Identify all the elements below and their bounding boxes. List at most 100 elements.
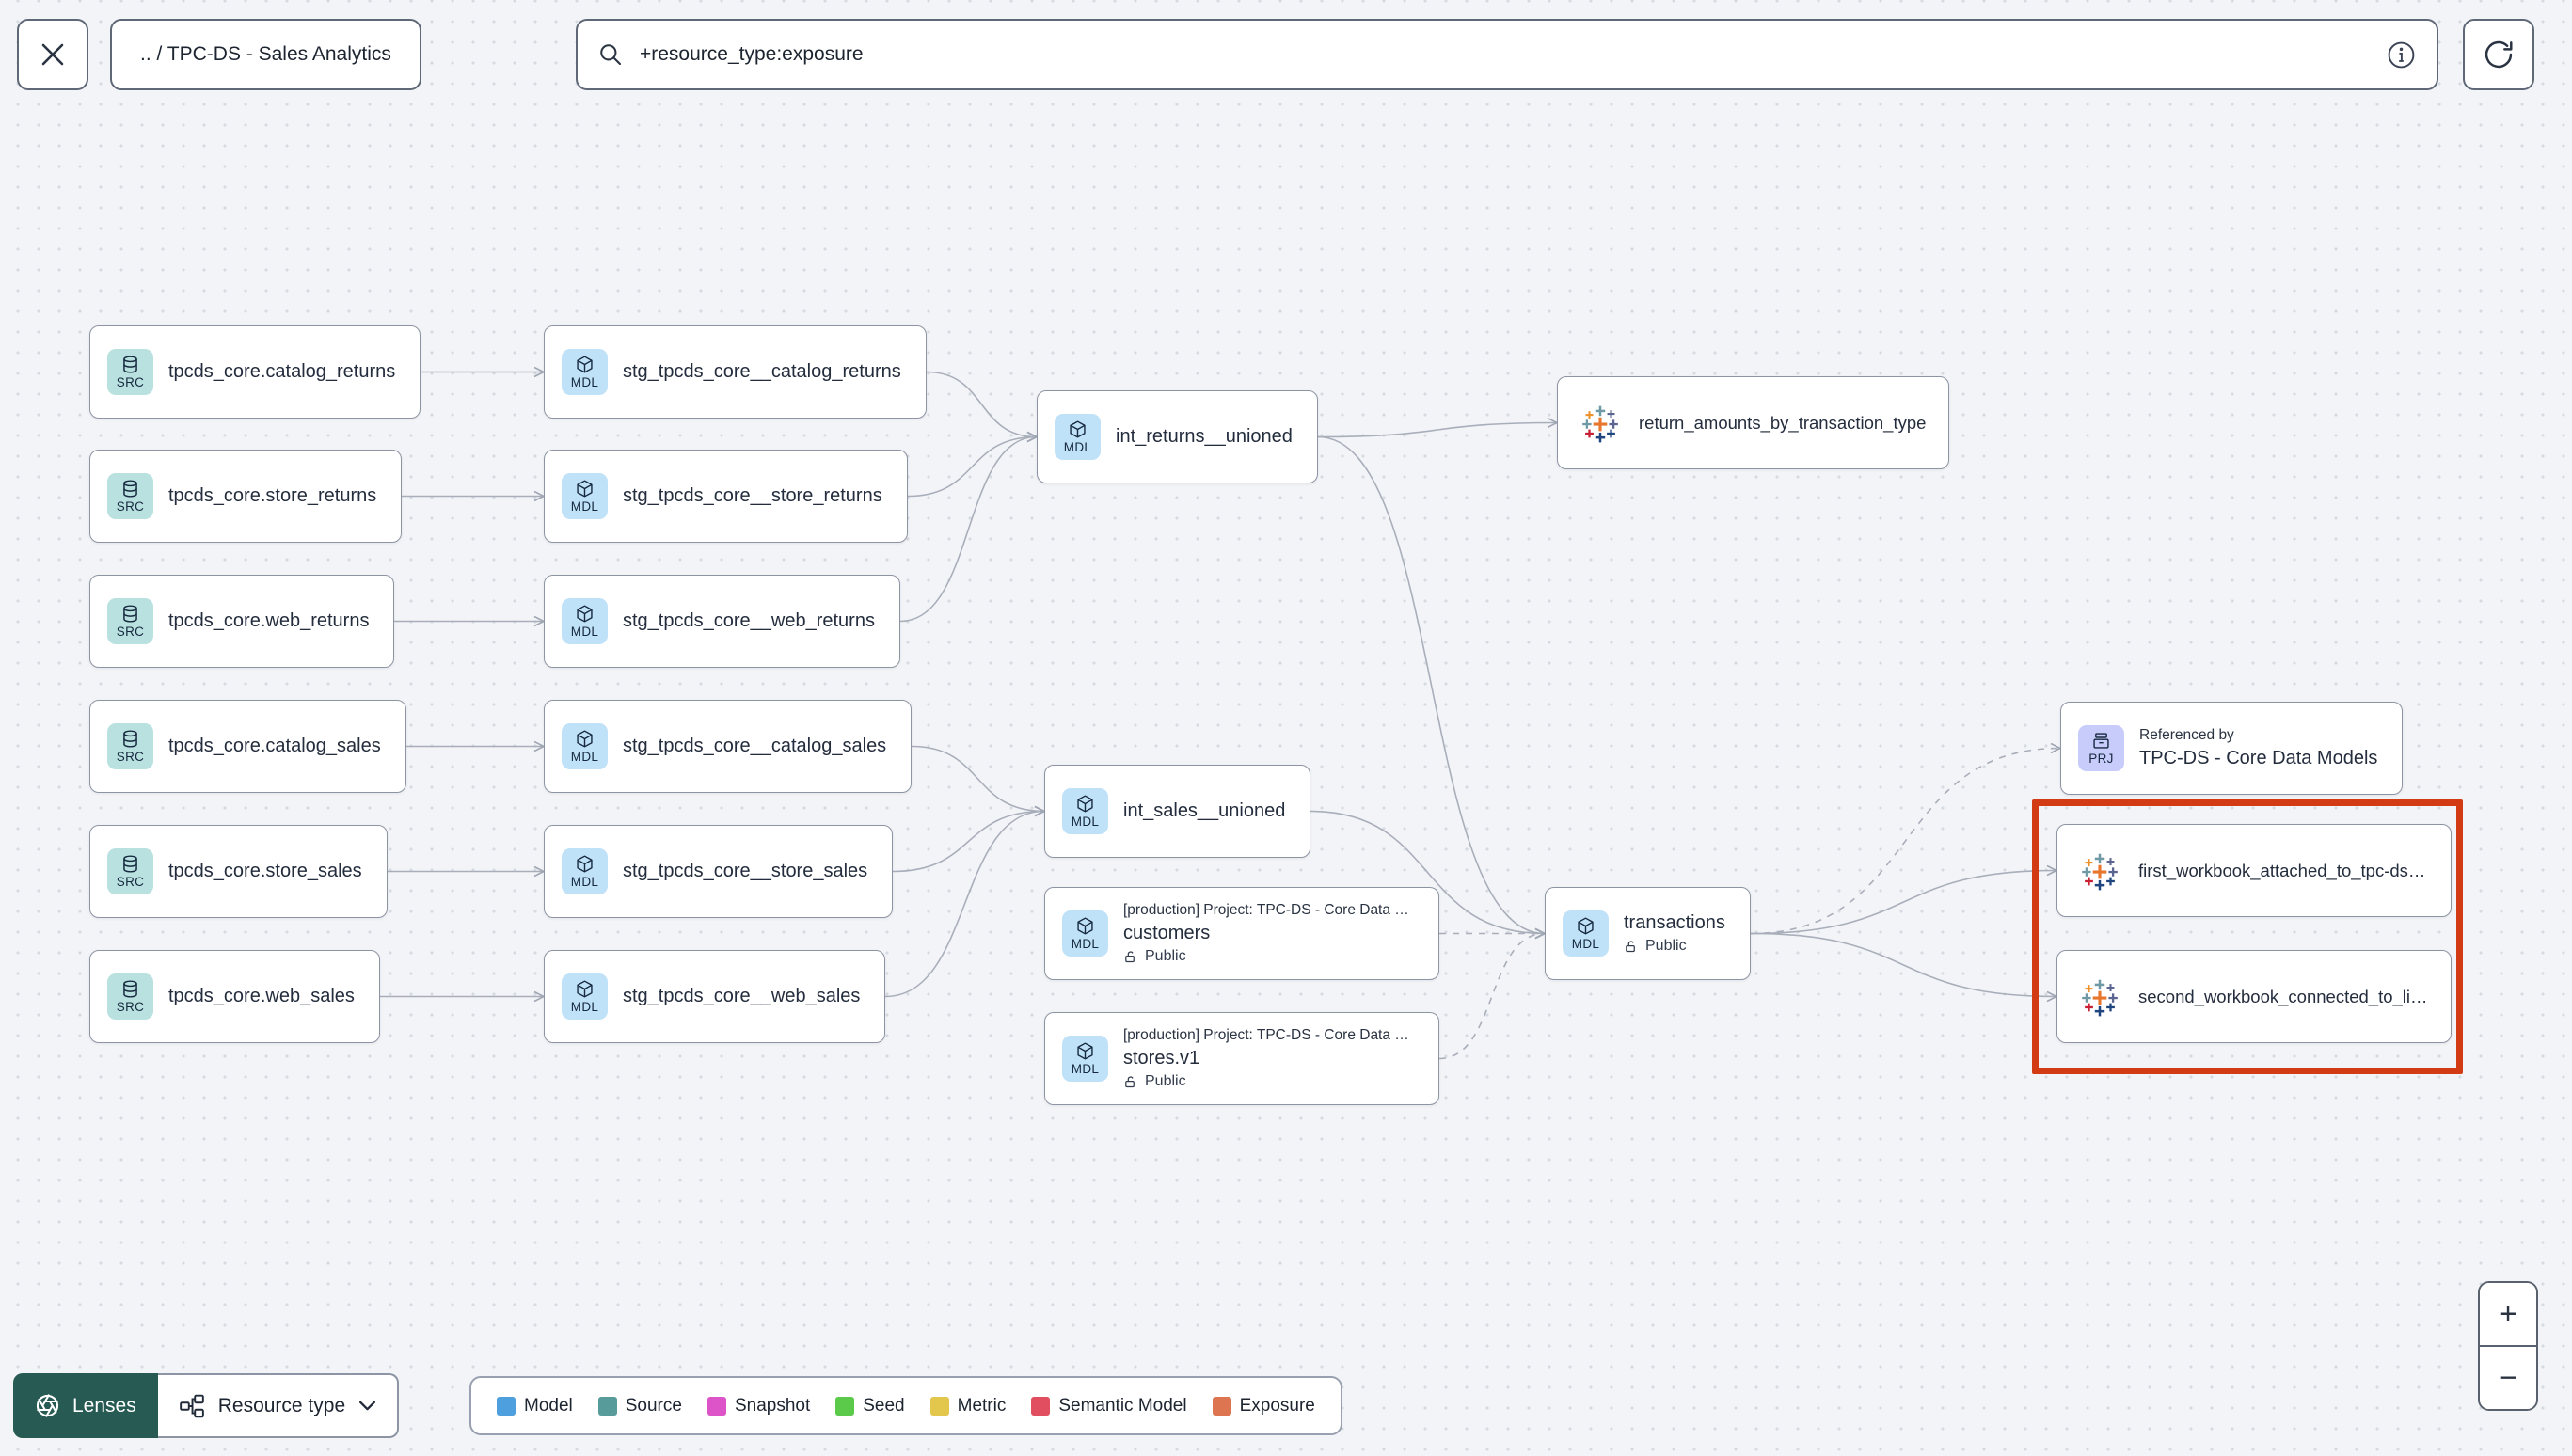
model-cube-icon [577, 356, 593, 373]
legend-swatch [497, 1396, 516, 1416]
model-badge: MDL [562, 349, 608, 395]
lineage-edge-stg-store-sales-to-int-sales-unioned [892, 805, 1046, 873]
legend-label: Metric [957, 1395, 1007, 1416]
zoom-in-button[interactable]: + [2480, 1283, 2536, 1345]
legend-item-metric: Metric [929, 1395, 1007, 1416]
database-icon [123, 980, 137, 998]
model-cube-icon [577, 605, 593, 623]
lineage-edge-stg-store-returns-to-int-returns-unioned [907, 431, 1039, 498]
node-content: tpcds_core.catalog_sales [168, 736, 381, 757]
node-label: stg_tpcds_core__store_sales [623, 861, 868, 881]
lenses-button[interactable]: Lenses [13, 1373, 158, 1438]
resource-type-dropdown[interactable]: Resource type [157, 1373, 400, 1438]
source-badge: SRC [107, 473, 153, 519]
legend-item-snapshot: Snapshot [707, 1396, 810, 1416]
node-label: TPC-DS - Core Data Models [2139, 748, 2378, 768]
source-node-src-web-returns[interactable]: SRC tpcds_core.web_returns [89, 575, 395, 668]
node-label: stores.v1 [1123, 1048, 1200, 1068]
legend-label: Semantic Model [1058, 1395, 1187, 1416]
close-button[interactable] [17, 19, 88, 90]
legend-swatch [1212, 1396, 1231, 1416]
node-label: tpcds_core.store_returns [168, 485, 377, 506]
search-icon [600, 44, 621, 65]
node-label: stg_tpcds_core__catalog_sales [623, 736, 887, 756]
close-icon [41, 43, 64, 66]
node-content: tpcds_core.web_returns [168, 610, 369, 632]
node-label: tpcds_core.web_sales [168, 986, 355, 1006]
node-content: stg_tpcds_core__catalog_returns [623, 361, 901, 383]
source-node-src-catalog-sales[interactable]: SRC tpcds_core.catalog_sales [89, 700, 406, 793]
breadcrumb[interactable]: .. / TPC-DS - Sales Analytics [110, 19, 421, 90]
node-label: first_workbook_attached_to_tpc-ds_-_… [2138, 860, 2428, 880]
badge-label: PRJ [2088, 752, 2114, 766]
node-content: return_amounts_by_transaction_type [1639, 413, 1926, 434]
node-content: int_returns__unioned [1116, 426, 1293, 448]
model-node-customers[interactable]: MDL [production] Project: TPC-DS - Core D… [1044, 887, 1439, 980]
tableau-icon [1582, 405, 1618, 442]
exposure-node-return-amounts-by-transaction-type[interactable]: return_amounts_by_transaction_type [1557, 376, 1950, 469]
model-badge: MDL [1563, 910, 1609, 957]
database-icon [123, 605, 137, 623]
source-node-src-store-returns[interactable]: SRC tpcds_core.store_returns [89, 450, 403, 543]
source-badge: SRC [107, 598, 153, 644]
search-input[interactable] [638, 42, 2372, 67]
model-cube-icon [1077, 1042, 1093, 1060]
source-badge: SRC [107, 848, 153, 894]
lineage-edge-transactions-to-referenced-by-project [1750, 742, 2062, 935]
badge-label: MDL [570, 875, 599, 889]
lineage-edge-transactions-to-first-workbook [1750, 864, 2058, 935]
exposure-node-first-workbook[interactable]: first_workbook_attached_to_tpc-ds_-_… [2056, 824, 2452, 917]
node-content: stg_tpcds_core__web_returns [623, 610, 875, 632]
view-controls: Lenses Resource type [13, 1373, 400, 1438]
model-node-stg-store-sales[interactable]: MDL stg_tpcds_core__store_sales [544, 825, 894, 918]
zoom-out-button[interactable]: − [2480, 1347, 2536, 1409]
badge-label: MDL [1571, 937, 1600, 951]
node-visibility: Public [1624, 938, 1725, 955]
legend-label: Exposure [1239, 1395, 1315, 1416]
breadcrumb-label: .. / TPC-DS - Sales Analytics [140, 43, 391, 65]
node-context: [production] Project: TPC-DS - Core Data… [1123, 902, 1414, 918]
model-badge: MDL [1062, 1036, 1108, 1082]
model-badge: MDL [1055, 414, 1101, 460]
badge-label: MDL [1071, 815, 1100, 829]
badge-label: SRC [116, 1000, 145, 1014]
model-node-int-returns-unioned[interactable]: MDL int_returns__unioned [1037, 390, 1318, 483]
node-label: tpcds_core.web_returns [168, 610, 370, 631]
model-badge: MDL [562, 848, 608, 894]
info-icon[interactable] [2387, 40, 2416, 70]
node-label: stg_tpcds_core__store_returns [623, 485, 882, 506]
legend-swatch [835, 1396, 855, 1416]
refresh-button[interactable] [2463, 19, 2534, 90]
model-node-stg-catalog-returns[interactable]: MDL stg_tpcds_core__catalog_returns [544, 325, 927, 419]
badge-label: MDL [1071, 1062, 1100, 1076]
node-content: [production] Project: TPC-DS - Core Data… [1123, 1027, 1414, 1090]
source-badge: SRC [107, 349, 153, 395]
source-node-src-store-sales[interactable]: SRC tpcds_core.store_sales [89, 825, 388, 918]
visibility-label: Public [1145, 1073, 1186, 1089]
model-cube-icon [1077, 795, 1093, 813]
database-icon [123, 855, 137, 873]
legend-swatch [929, 1396, 949, 1416]
lenses-label: Lenses [72, 1394, 136, 1416]
badge-label: MDL [1071, 937, 1100, 951]
model-badge: MDL [1062, 788, 1108, 834]
badge-label: SRC [116, 499, 145, 514]
node-content: tpcds_core.web_sales [168, 986, 355, 1007]
model-node-stores-v1[interactable]: MDL [production] Project: TPC-DS - Core D… [1044, 1012, 1439, 1105]
source-badge: SRC [107, 723, 153, 769]
node-content: [production] Project: TPC-DS - Core Data… [1123, 902, 1414, 965]
source-node-src-web-sales[interactable]: SRC tpcds_core.web_sales [89, 950, 380, 1043]
hierarchy-icon [179, 1394, 204, 1417]
exposure-node-second-workbook[interactable]: second_workbook_connected_to_live… [2056, 950, 2452, 1043]
legend-item-exposure: Exposure [1212, 1395, 1315, 1416]
node-content: tpcds_core.store_sales [168, 861, 362, 882]
